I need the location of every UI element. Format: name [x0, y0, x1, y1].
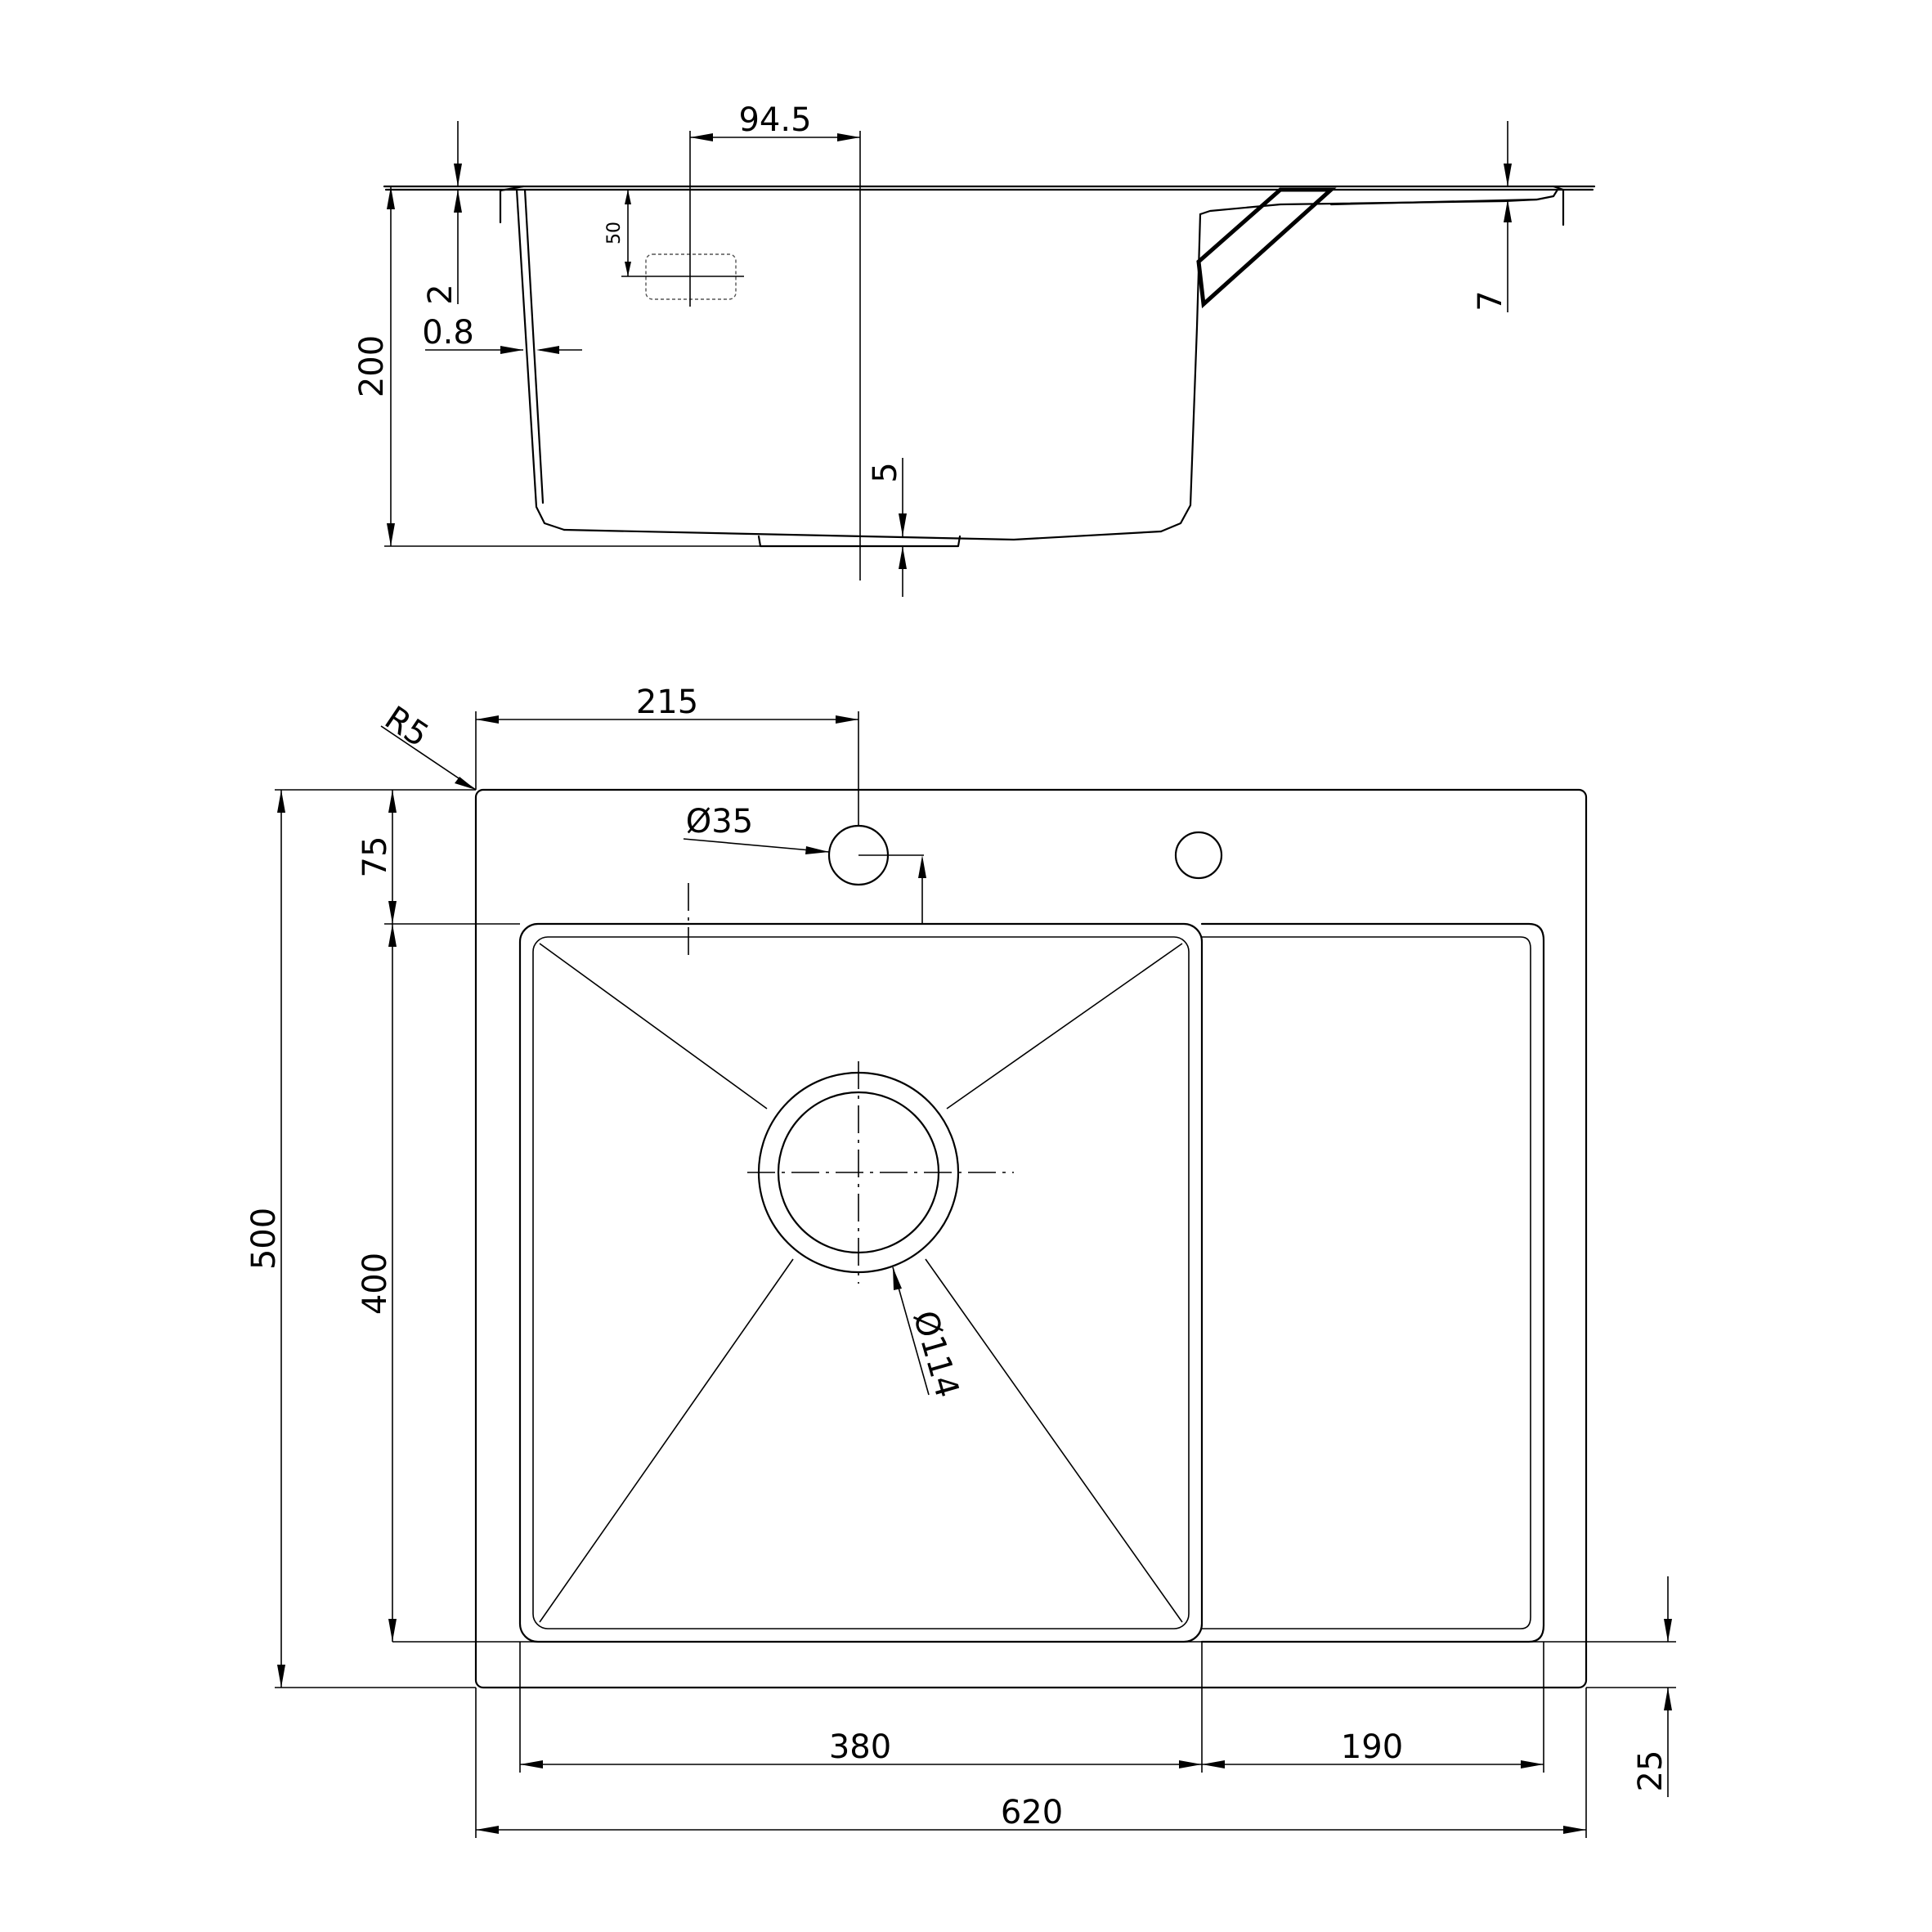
- dim-50-label: 50: [604, 222, 625, 244]
- dim-7-label: 7: [1472, 290, 1509, 311]
- tap-hole-right: [1174, 831, 1223, 880]
- dim-d35-label: Ø35: [686, 803, 753, 840]
- dim-75: 75: [356, 789, 926, 957]
- dim-2: 2: [422, 121, 491, 305]
- dim-25: 25: [1586, 1576, 1676, 1797]
- dim-400-label: 400: [356, 1253, 394, 1315]
- plan-view: R5 215 Ø35 75: [245, 684, 1676, 1838]
- side-view: 94.5 50 2 0.8: [353, 101, 1596, 597]
- dim-7: 7: [1472, 121, 1512, 312]
- bowl-creases: [539, 943, 1183, 1623]
- dim-25-label: 25: [1632, 1750, 1670, 1792]
- dim-400: 400: [356, 924, 1676, 1643]
- drainer-inner-outline: [1202, 936, 1531, 1629]
- drainer-section: [1196, 187, 1337, 309]
- dim-215-label: 215: [636, 684, 698, 721]
- dim-5-label: 5: [867, 462, 904, 482]
- sink-profile: [383, 185, 1596, 548]
- dim-R5-label: R5: [378, 699, 435, 755]
- dim-75-label: 75: [356, 836, 394, 878]
- dim-380-label: 380: [829, 1728, 891, 1766]
- dim-200: 200: [353, 186, 769, 547]
- drainer-outline: [1200, 922, 1545, 1643]
- dim-200-label: 200: [353, 335, 391, 397]
- dim-R5: R5: [378, 699, 477, 791]
- dim-380-190: 380 190: [519, 1642, 1544, 1773]
- dim-500: 500: [245, 789, 476, 1688]
- dim-d35: Ø35: [683, 803, 830, 854]
- dim-190-label: 190: [1341, 1728, 1403, 1766]
- bowl-inner-outline: [532, 936, 1190, 1629]
- drain: [747, 1061, 1014, 1284]
- dim-50: 50: [604, 190, 646, 277]
- dim-0-8-label: 0.8: [422, 314, 474, 352]
- dim-620-label: 620: [1001, 1794, 1063, 1831]
- dim-0-8: 0.8: [422, 314, 582, 354]
- outer-outline: [474, 788, 1588, 1689]
- dim-2-label: 2: [422, 284, 459, 304]
- dim-500-label: 500: [245, 1208, 283, 1270]
- dim-215: 215: [475, 684, 859, 826]
- dim-94-5-label: 94.5: [738, 101, 811, 139]
- dim-5: 5: [867, 458, 907, 597]
- bowl-outline: [518, 922, 1204, 1643]
- dim-d114-label: Ø114: [906, 1307, 966, 1401]
- dim-620: 620: [475, 1688, 1587, 1838]
- dim-94-5: 94.5: [689, 101, 861, 580]
- dim-d114: Ø114: [892, 1266, 966, 1402]
